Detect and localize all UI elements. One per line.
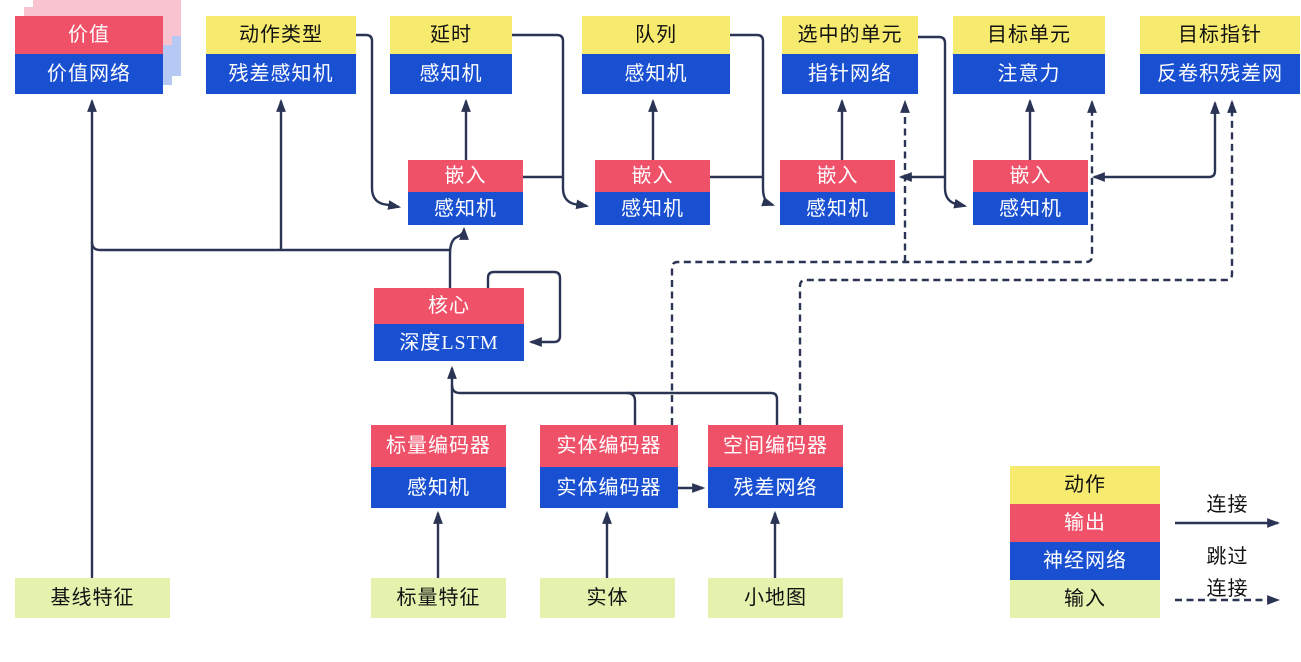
arrow-delay-to-embed2 [512, 33, 590, 210]
legend-action-label: 动作 [1010, 466, 1160, 504]
selected-units-network-label: 指针网络 [782, 54, 918, 94]
baseline-features-label: 基线特征 [15, 578, 170, 618]
legend-skip-label-line1: 跳过 [1206, 546, 1249, 568]
legend-network-label: 神经网络 [1010, 542, 1160, 580]
entities-label: 实体 [540, 578, 675, 618]
scalar-encoder-network-label: 感知机 [371, 467, 506, 508]
legend-connection-label: 连接 [1206, 494, 1249, 516]
node-value: 价值 价值网络 [15, 0, 181, 94]
arrow-core-recurrent-loop [486, 270, 562, 347]
entity-encoder-network-label: 实体编码器 [540, 467, 678, 508]
node-target-unit: 目标单元 注意力 [953, 16, 1105, 94]
embed-3-network-label: 感知机 [780, 192, 895, 225]
node-spatial-encoder: 空间编码器 残差网络 [708, 425, 843, 508]
node-embed-4: 嵌入 感知机 [973, 160, 1088, 225]
legend-output-label: 输出 [1010, 504, 1160, 542]
line-encoder-bus [450, 384, 779, 425]
minimap-label: 小地图 [708, 578, 843, 618]
spatial-encoder-network-label: 残差网络 [708, 467, 843, 508]
target-point-network-label: 反卷积残差网 [1140, 54, 1300, 94]
legend-input-label: 输入 [1010, 580, 1160, 618]
value-network-label: 价值网络 [15, 54, 163, 94]
node-selected-units: 选中的单元 指针网络 [782, 16, 918, 94]
queue-network-label: 感知机 [582, 54, 730, 94]
legend-color-key: 动作 输出 神经网络 输入 [1010, 466, 1160, 618]
skip-entity-to-target-unit [670, 99, 1097, 425]
arrow-queue-to-embed3 [730, 33, 776, 207]
delay-network-label: 感知机 [390, 54, 512, 94]
arrow-action-type-to-embed1 [356, 33, 402, 210]
line-core-bus-left [90, 241, 450, 252]
arrow-embed4-target-point [1091, 100, 1220, 182]
node-target-point: 目标指针 反卷积残差网 [1140, 16, 1300, 94]
delay-label: 延时 [390, 16, 512, 54]
scalar-encoder-label: 标量编码器 [371, 425, 506, 467]
value-output-label: 价值 [15, 16, 163, 54]
node-embed-2: 嵌入 感知机 [595, 160, 710, 225]
target-unit-network-label: 注意力 [953, 54, 1105, 94]
embed-2-network-label: 感知机 [595, 192, 710, 225]
node-delay: 延时 感知机 [390, 16, 512, 94]
scalar-features-label: 标量特征 [371, 578, 506, 618]
node-scalar-encoder: 标量编码器 感知机 [371, 425, 506, 508]
target-unit-label: 目标单元 [953, 16, 1105, 54]
node-scalar-features: 标量特征 [371, 578, 506, 618]
node-baseline-features: 基线特征 [15, 578, 170, 618]
node-embed-1: 嵌入 感知机 [408, 160, 523, 225]
core-label: 核心 [374, 288, 524, 324]
spatial-encoder-label: 空间编码器 [708, 425, 843, 467]
arrow-selected-units-to-embed4 [918, 35, 968, 209]
embed-1-label: 嵌入 [408, 160, 523, 192]
action-type-label: 动作类型 [206, 16, 356, 54]
embed-4-label: 嵌入 [973, 160, 1088, 192]
core-network-label: 深度LSTM [374, 324, 524, 361]
legend-skip-label-line2: 连接 [1206, 578, 1249, 600]
skip-spatial-to-target-point [798, 99, 1237, 425]
selected-units-label: 选中的单元 [782, 16, 918, 54]
node-embed-3: 嵌入 感知机 [780, 160, 895, 225]
node-minimap: 小地图 [708, 578, 843, 618]
node-core: 核心 深度LSTM [374, 288, 524, 361]
node-action-type: 动作类型 残差感知机 [206, 16, 356, 94]
queue-label: 队列 [582, 16, 730, 54]
embed-2-label: 嵌入 [595, 160, 710, 192]
node-entities: 实体 [540, 578, 675, 618]
embed-4-network-label: 感知机 [973, 192, 1088, 225]
line-entity-join-bus [626, 391, 637, 425]
arrow-core-to-embed1 [448, 226, 469, 288]
node-queue: 队列 感知机 [582, 16, 730, 94]
entity-encoder-label: 实体编码器 [540, 425, 678, 467]
node-entity-encoder: 实体编码器 实体编码器 [540, 425, 678, 508]
action-type-network-label: 残差感知机 [206, 54, 356, 94]
embed-3-label: 嵌入 [780, 160, 895, 192]
embed-1-network-label: 感知机 [408, 192, 523, 225]
target-point-label: 目标指针 [1140, 16, 1300, 54]
